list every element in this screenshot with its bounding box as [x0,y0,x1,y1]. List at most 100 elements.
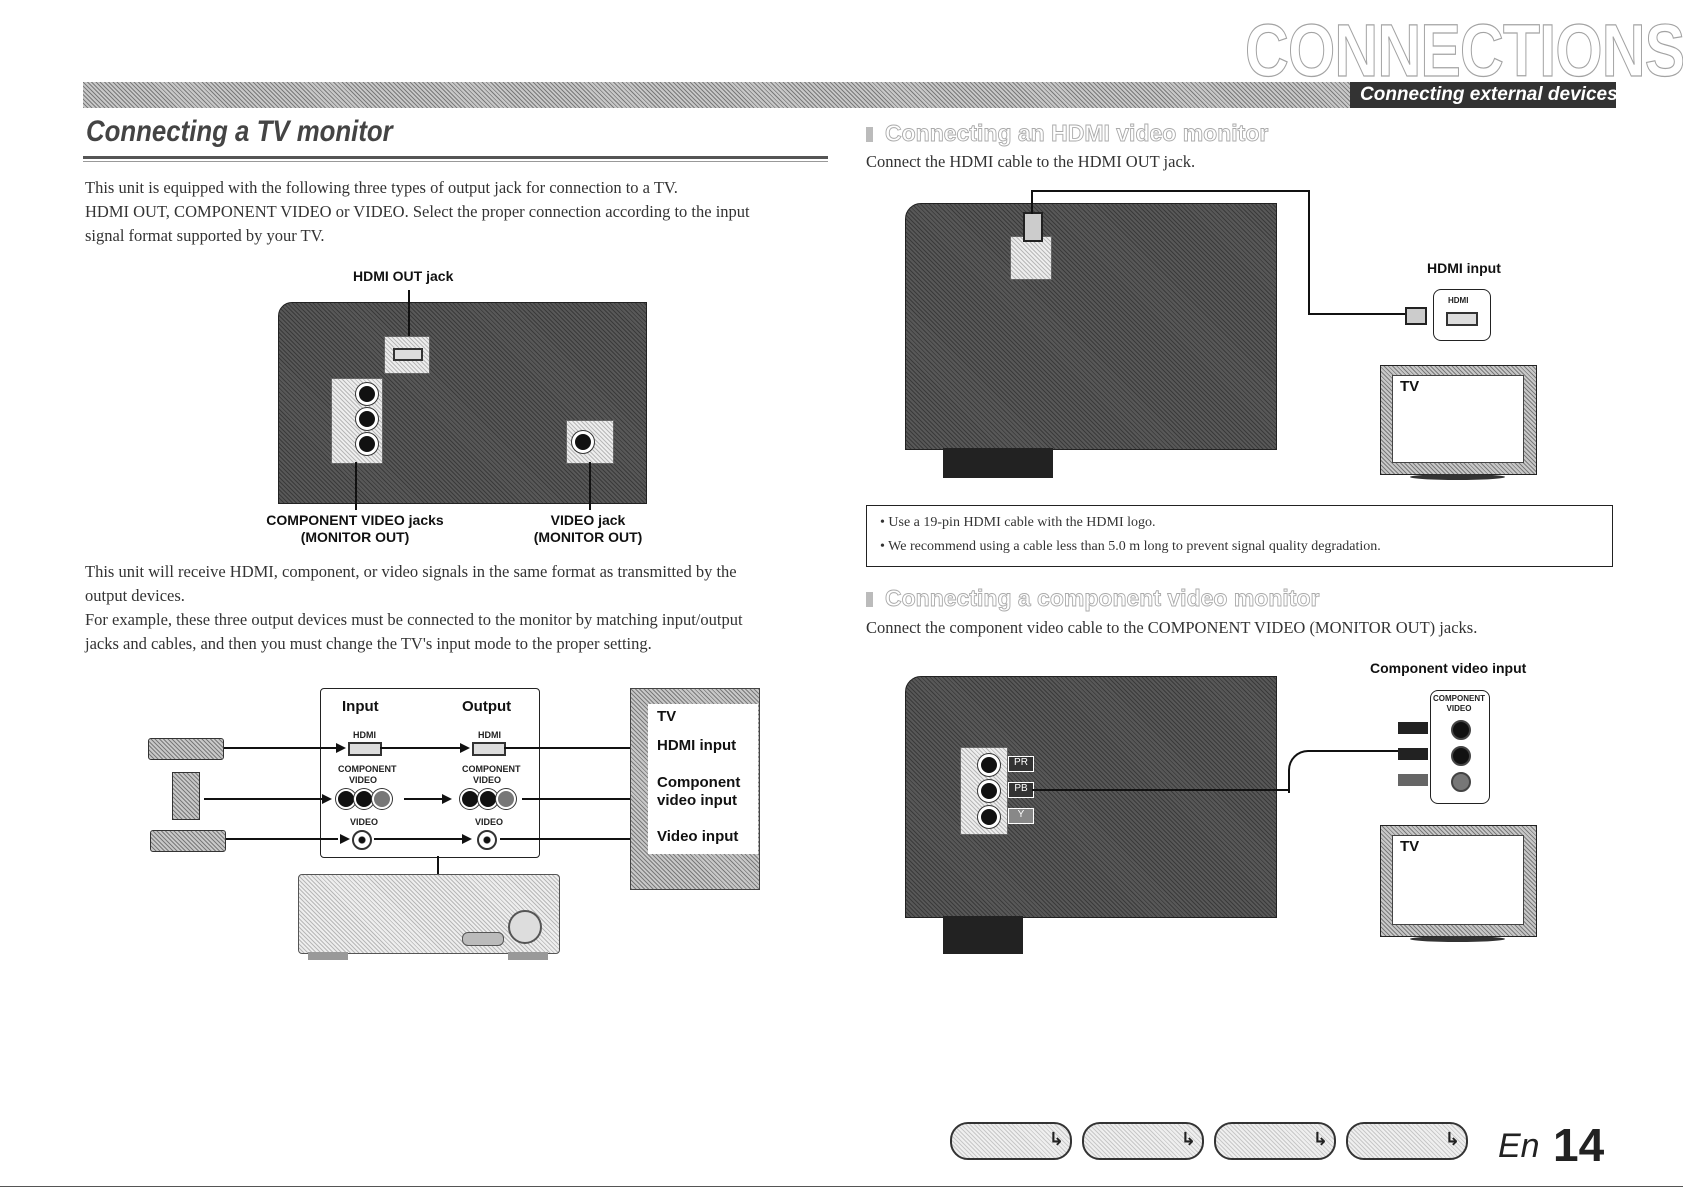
hdmi-section-title: Connecting an HDMI video monitor [885,120,1268,147]
video-in-small-label: VIDEO [350,817,378,827]
section-rule-thin [83,161,828,162]
page-language: En [1498,1127,1540,1166]
footer-rule [0,1186,1683,1187]
small-label-line: COMPONENT [462,764,512,775]
hdmi-in-port [348,742,382,756]
section-rule [83,156,828,159]
component-line-through [404,798,444,800]
hdmi-out-port [1010,236,1052,280]
input-header: Input [342,698,379,715]
nav-button-3[interactable]: ↳ [1214,1122,1336,1160]
explanation-text: This unit will receive HDMI, component, … [85,560,830,656]
receiver-foot [308,952,348,960]
small-label-line: VIDEO [338,775,388,786]
arrow-icon [322,794,332,804]
return-arrow-icon: ↳ [1445,1129,1460,1150]
hdmi-out-jack-label: HDMI OUT jack [353,268,453,284]
component-jack-y [978,806,1000,828]
component-line-out [522,798,638,800]
hdmi-line-out [504,747,638,749]
tv-label: TV [657,708,676,725]
tv-stand [1410,936,1505,942]
nav-button-1[interactable]: ↳ [950,1122,1072,1160]
bluray-player-icon [148,738,224,760]
component-jack-pr [356,383,378,405]
hdmi-line-through [380,747,464,749]
page-number: 14 [1553,1118,1604,1172]
hdmi-out-connector [393,348,423,361]
tv-jack-pb [1451,746,1471,766]
component-out-jack [496,789,516,809]
arrow-icon [462,834,472,844]
hdmi-line-in [224,747,340,749]
component-line-in [204,798,324,800]
rear-panel-hdmi [905,203,1277,450]
video-in-jack [352,830,372,850]
video-input-label: Video input [657,828,738,845]
component-in-jack [354,789,374,809]
hdmi-plug-icon [1023,212,1043,242]
component-jack-pb [356,408,378,430]
hdmi-out-small-label: HDMI [478,730,501,740]
component-input-label: Component video input [1370,660,1526,676]
intro-text: This unit is equipped with the following… [85,176,825,248]
component-input-line: Component [657,774,740,792]
hdmi-out-port-small [472,742,506,756]
hdmi-plug-icon [1405,307,1427,325]
return-arrow-icon: ↳ [1049,1129,1064,1150]
hdmi-cable [1031,190,1309,192]
explanation-line: output devices. [85,584,830,608]
hdmi-cable [1308,190,1310,314]
nav-button-4[interactable]: ↳ [1346,1122,1468,1160]
subsection-marker [866,127,873,142]
component-in-jack [336,789,356,809]
video-jack-label: VIDEO jack (MONITOR OUT) [528,512,648,546]
plug-y: Y [1008,808,1034,824]
nav-button-2[interactable]: ↳ [1082,1122,1204,1160]
video-line-through [374,838,464,840]
component-in-jack [372,789,392,809]
component-jack-pr [978,754,1000,776]
component-cable [1032,789,1288,791]
output-header: Output [462,698,511,715]
tv-stand [1410,474,1505,480]
receiver-foot [943,916,1023,954]
component-label-line: COMPONENT VIDEO jacks [260,512,450,529]
note-item: • Use a 19-pin HDMI cable with the HDMI … [880,511,1381,535]
small-label-line: COMPONENT [338,764,388,775]
return-arrow-icon: ↳ [1181,1129,1196,1150]
component-cable [1288,750,1340,793]
return-arrow-icon: ↳ [1313,1129,1328,1150]
small-label-line: VIDEO [462,775,512,786]
tv-jack-pr [1451,720,1471,740]
component-input-label: Component video input [657,774,740,810]
video-jack [572,431,594,453]
explanation-line: jacks and cables, and then you must chan… [85,632,830,656]
notes-list: • Use a 19-pin HDMI cable with the HDMI … [880,511,1381,559]
component-cable [1338,750,1398,752]
explanation-line: For example, these three output devices … [85,608,830,632]
component-in-small-label: COMPONENT VIDEO [338,764,388,786]
subchapter-title: Connecting external devices [1360,84,1618,106]
component-jacks-label: COMPONENT VIDEO jacks (MONITOR OUT) [260,512,450,546]
hdmi-input-label: HDMI input [657,737,736,754]
component-section-title: Connecting a component video monitor [885,585,1319,612]
hdmi-in-small-label: HDMI [353,730,376,740]
hdmi-logo-text: HDMI [1448,296,1468,305]
chapter-title: CONNECTIONS [1245,8,1683,93]
component-label-line: (MONITOR OUT) [260,529,450,546]
hdmi-section-text: Connect the HDMI cable to the HDMI OUT j… [866,150,1195,174]
callout-label-line: VIDEO [1432,704,1486,714]
plug-pb: PB [1008,782,1034,798]
receiver-display [462,932,504,946]
hdmi-out-pointer [408,290,410,340]
intro-line: signal format supported by your TV. [85,224,825,248]
tv-jack-y [1451,772,1471,792]
video-line-in [226,838,338,840]
component-section-text: Connect the component video cable to the… [866,616,1477,640]
receiver-foot [943,448,1053,478]
tv-label: TV [1400,838,1419,855]
video-label-line: (MONITOR OUT) [528,529,648,546]
video-line-out [500,838,638,840]
arrow-icon [442,794,452,804]
